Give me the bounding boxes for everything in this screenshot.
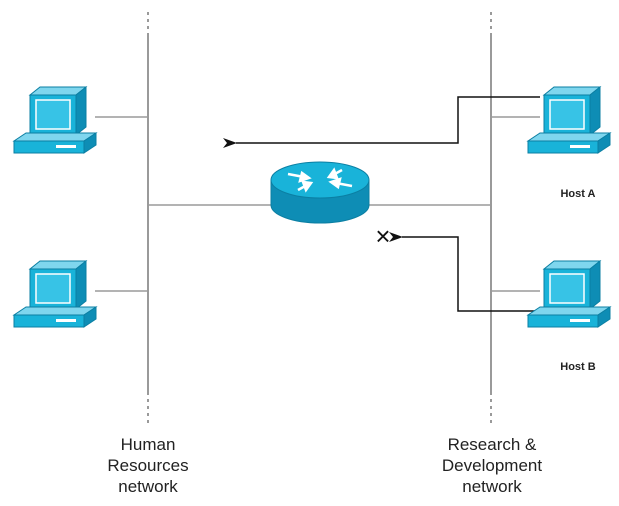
hr-network-label: Human Resources network [88,434,208,497]
host-a-computer-icon [527,86,611,154]
rd-network-label: Research & Development network [420,434,564,497]
hr-network-label-line2: Resources [107,456,189,475]
hr-computer-1-icon [13,86,97,154]
host-a-traffic-arrow [223,96,540,148]
host-b-traffic-arrow [389,232,540,312]
hr-computer-2-icon [13,260,97,328]
host-b-computer-icon [527,260,611,328]
rd-network-label-line2: Development [441,456,543,475]
blocked-marker: × [375,221,390,251]
host-a-label: Host A [560,188,596,200]
hr-network-label-line1: Human [120,435,176,454]
router-icon [270,161,370,224]
rd-network-label-line1: Research & [447,435,537,454]
host-b-label: Host B [560,361,596,373]
hr-network-label-line3: network [118,477,178,496]
rd-network-label-line3: network [462,477,522,496]
